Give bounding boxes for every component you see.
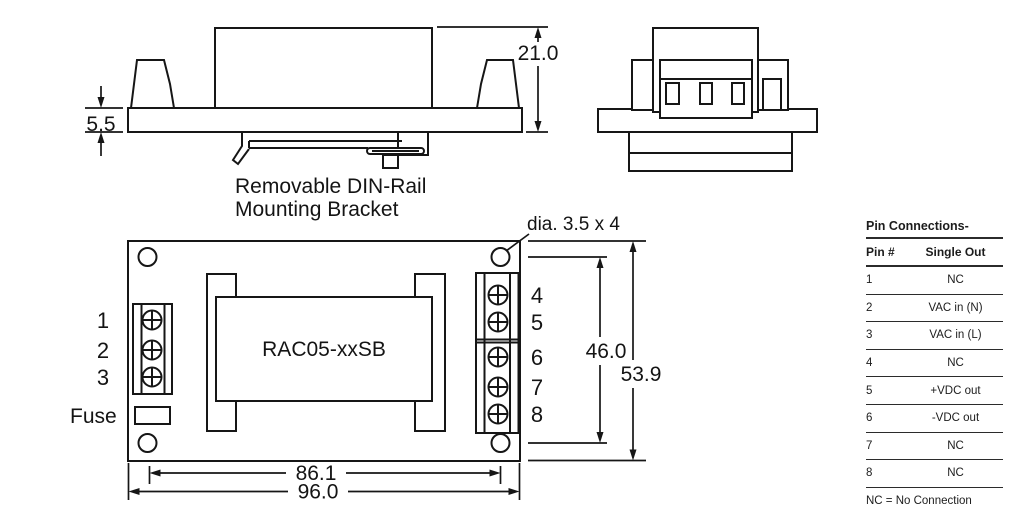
left-mounting-clip [129,59,176,109]
dimension-21-0: 21.0 [437,26,559,133]
left-terminal-block [132,303,173,395]
side-view: 5.5 21.0 Removable DIN-Rail Mounting Bra… [85,26,559,221]
pin-table-title: Pin Connections- [866,219,1003,239]
bracket-label-line2: Mounting Bracket [235,198,399,221]
pin-function: NC [947,467,964,480]
terminal-slot-1 [665,82,680,105]
end-view [597,27,818,172]
mounting-hole-bottom-right [490,433,511,453]
right-mounting-clip [475,59,521,109]
dimension-96-0: 96.0 [127,463,521,504]
pin-number: 2 [866,301,873,314]
pin-label-4: 4 [531,283,543,308]
single-out-column-header: Single Out [925,245,986,259]
base-plate-side [127,107,523,133]
right-terminal-block [475,272,520,434]
dim-module-height-label: 21.0 [518,42,559,65]
pin-label-8: 8 [531,402,543,427]
dimension-53-9: 53.9 [528,240,662,462]
screw-terminal-6 [487,346,509,368]
top-view: RAC05-xxSB 1 2 3 [70,214,661,504]
dim-board-height-label: 53.9 [621,363,662,386]
pin-label-6: 6 [531,345,543,370]
din-rail-bracket [231,131,429,169]
pin-connections-table: Pin Connections- Pin # Single Out 1 NC 2… [866,219,1003,507]
dimension-46-0: 46.0 [528,256,627,444]
pin-function: VAC in (N) [928,301,983,314]
table-row: 3 VAC in (L) [866,322,1003,350]
pin-column-header: Pin # [866,245,895,259]
table-row: 5 +VDC out [866,377,1003,405]
pin-function: NC [947,357,964,370]
screw-terminal-8 [487,403,509,425]
pin-function: NC [947,274,964,287]
end-left-ear [631,59,654,111]
table-row: 1 NC [866,267,1003,295]
terminal-slot-2 [699,82,713,105]
dim-hole-spacing-y-label: 46.0 [586,340,627,363]
mounting-hole-top-left [137,247,158,267]
screw-terminal-5 [487,311,509,333]
end-side-slot [762,78,782,111]
module-label: RAC05-xxSB [262,338,386,361]
mounting-hole-top-right [490,247,511,267]
dimension-5-5: 5.5 [85,86,123,156]
pin-number: 1 [866,274,873,287]
terminal-slot-3 [731,82,745,105]
end-bracket [628,131,793,172]
hole-note-label: dia. 3.5 x 4 [527,214,620,235]
table-row: 6 -VDC out [866,405,1003,433]
module-outline [215,296,433,402]
table-row: 2 VAC in (N) [866,295,1003,323]
screw-terminal-3 [141,366,163,388]
fuse-label: Fuse [70,405,117,428]
table-row: 4 NC [866,350,1003,378]
fuse-outline [134,406,171,425]
pin-number: 5 [866,384,873,397]
dim-hole-spacing-x-label: 86.1 [296,462,337,485]
pin-function: NC [947,439,964,452]
module-body-side [214,27,433,109]
mounting-hole-bottom-left [137,433,158,453]
bracket-tab [382,154,399,169]
pin-label-3: 3 [97,365,109,390]
pin-number: 7 [866,439,873,452]
pin-label-7: 7 [531,375,543,400]
dim-base-thickness-label: 5.5 [86,113,115,136]
table-row: 7 NC [866,433,1003,461]
pin-number: 3 [866,329,873,342]
pin-function: -VDC out [931,412,980,425]
pin-function: +VDC out [930,384,981,397]
pin-number: 4 [866,357,873,370]
pin-label-2: 2 [97,338,109,363]
screw-terminal-1 [141,309,163,331]
screw-terminal-4 [487,284,509,306]
pin-table-header: Pin # Single Out [866,239,1003,267]
screw-terminal-2 [141,339,163,361]
pin-number: 6 [866,412,873,425]
table-footnote: NC = No Connection [866,494,972,507]
dimension-86-1: 86.1 [148,462,502,485]
dim-board-width-label: 96.0 [298,481,339,504]
pin-label-1: 1 [97,308,109,333]
table-row: 8 NC [866,460,1003,488]
pin-label-5: 5 [531,310,543,335]
pin-function: VAC in (L) [929,329,982,342]
screw-terminal-7 [487,376,509,398]
hole-diameter-note: dia. 3.5 x 4 [505,214,620,252]
bracket-label-line1: Removable DIN-Rail [235,175,426,198]
pin-number: 8 [866,467,873,480]
